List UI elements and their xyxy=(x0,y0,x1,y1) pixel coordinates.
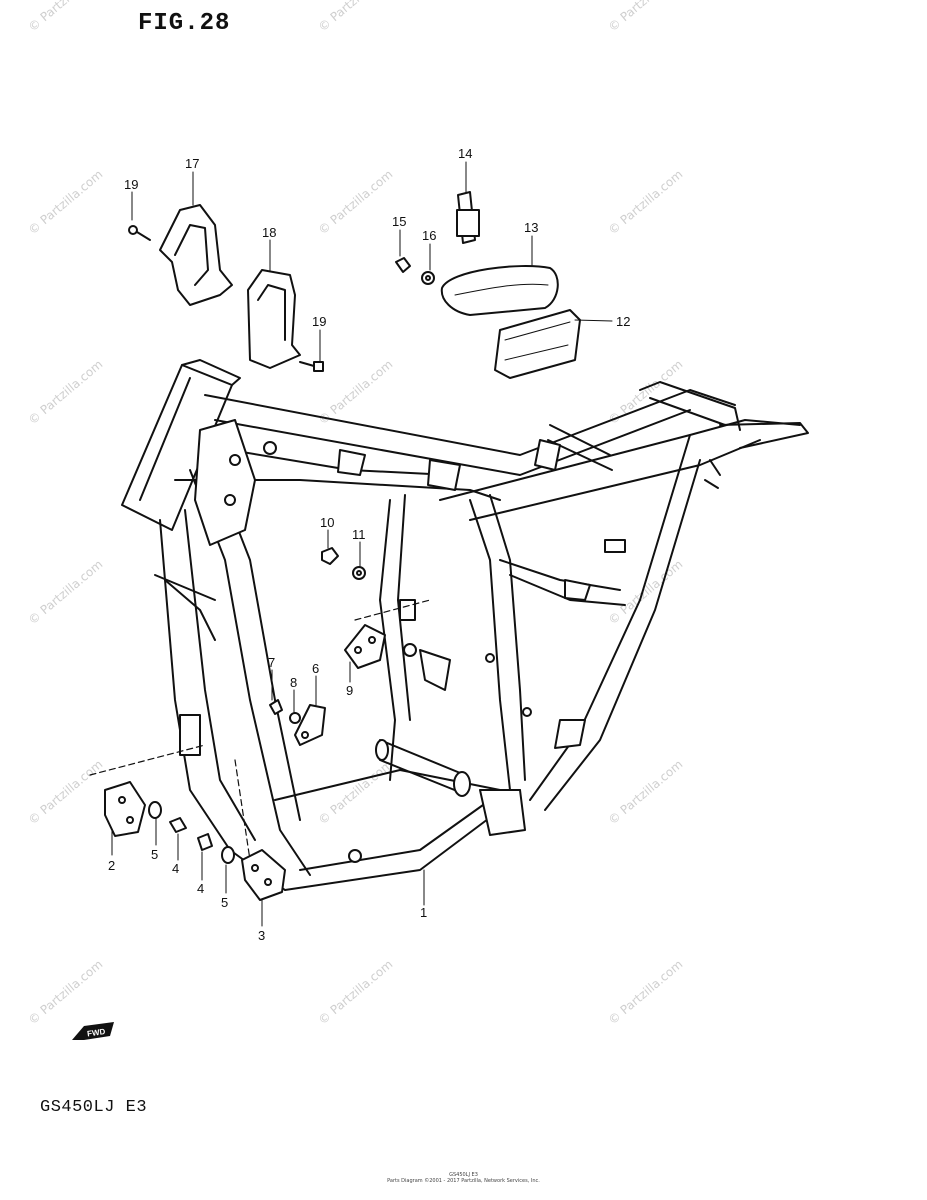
assembly-guide-lines xyxy=(89,599,431,861)
callout-1: 1 xyxy=(420,905,427,920)
callout-4: 4 xyxy=(197,881,204,896)
fwd-label: FWD xyxy=(87,1027,107,1038)
fwd-arrow-icon: FWD xyxy=(72,1022,114,1040)
callout-11: 11 xyxy=(352,527,366,542)
callout-10: 10 xyxy=(320,515,334,530)
footer-copyright: Parts Diagram ©2001 - 2017 Partzilla, Ne… xyxy=(387,1178,540,1184)
callout-9: 9 xyxy=(346,683,353,698)
footer-code: GS450LJ E3 xyxy=(449,1172,478,1178)
callout-12: 12 xyxy=(616,314,630,329)
callout-19: 19 xyxy=(312,314,326,329)
part-9-plate xyxy=(344,624,386,669)
part-2-bracket xyxy=(104,781,146,837)
part-8-washer xyxy=(289,712,301,724)
part-17-bracket xyxy=(159,204,233,306)
part-18-bracket xyxy=(247,269,301,369)
callout-7: 7 xyxy=(268,655,275,670)
callout-15: 15 xyxy=(392,214,406,229)
callout-labels: 1 2 3 4 4 5 5 6 7 8 9 10 11 12 13 14 15 … xyxy=(108,146,630,943)
callout-18: 18 xyxy=(262,225,276,240)
part-19-bolt xyxy=(128,225,151,241)
part-11-nut xyxy=(352,566,366,580)
part-12-tray xyxy=(494,309,581,379)
part-19-bolt xyxy=(299,361,324,372)
part-13-cover xyxy=(440,265,559,316)
leader-lines xyxy=(111,161,613,927)
callout-13: 13 xyxy=(524,220,538,235)
callout-19: 19 xyxy=(124,177,138,192)
part-5-washer xyxy=(221,846,235,864)
figure-title: FIG.28 xyxy=(138,10,231,37)
callout-6: 6 xyxy=(312,661,319,676)
callout-4: 4 xyxy=(172,861,179,876)
callout-5: 5 xyxy=(221,895,228,910)
callout-3: 3 xyxy=(258,928,265,943)
part-16-nut xyxy=(421,271,435,285)
part-4-bolt xyxy=(169,817,187,833)
part-7-bolt xyxy=(269,699,283,715)
model-code: GS450LJ E3 xyxy=(40,1098,148,1117)
callout-16: 16 xyxy=(422,228,436,243)
part-5-washer xyxy=(148,801,162,819)
callout-8: 8 xyxy=(290,675,297,690)
part-6-bracket xyxy=(294,704,326,746)
callout-14: 14 xyxy=(458,146,472,161)
part-10-bolt xyxy=(321,547,339,565)
part-15-bolt xyxy=(395,257,411,273)
part-4-bolt xyxy=(197,833,213,851)
callout-17: 17 xyxy=(185,156,199,171)
callout-5: 5 xyxy=(151,847,158,862)
frame-body xyxy=(121,359,809,891)
part-3-bracket xyxy=(241,849,286,901)
callout-2: 2 xyxy=(108,858,115,873)
